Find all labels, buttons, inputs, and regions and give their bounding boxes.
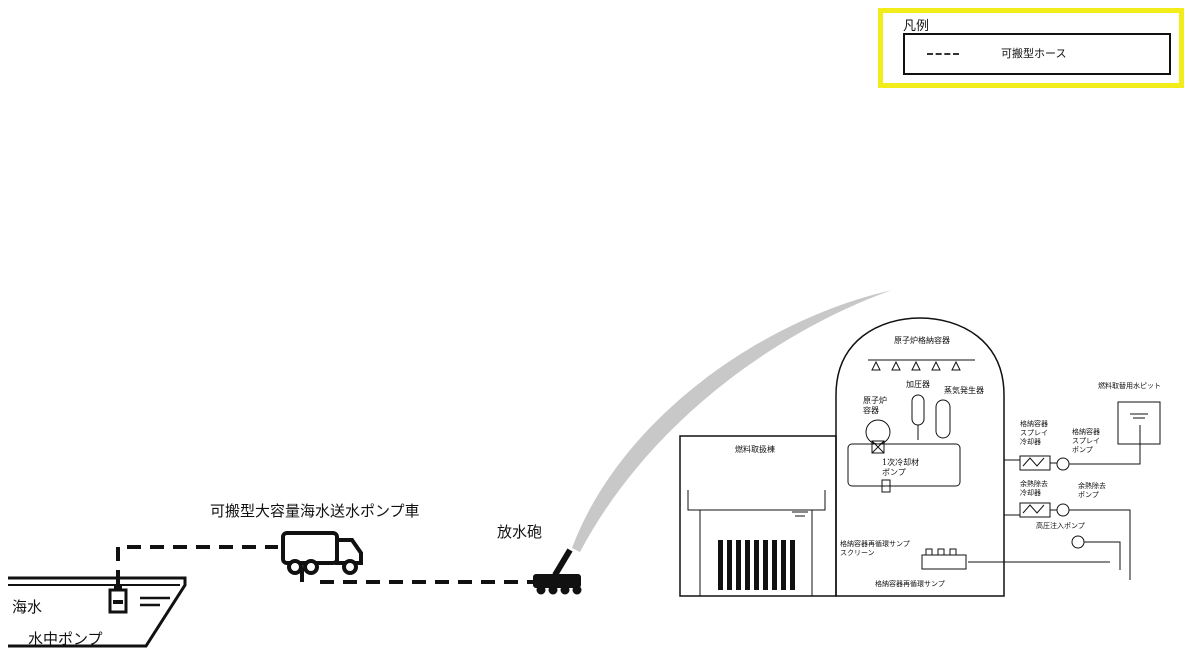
pump-circles (1056, 457, 1085, 549)
fuel-racks (718, 540, 795, 590)
sump-label: 格納容器再循環サンプ (875, 580, 945, 588)
primary-loop (847, 394, 961, 493)
water-spray-arc (572, 290, 892, 552)
steam-generator-label: 蒸気発生器 (944, 386, 984, 395)
piping (968, 425, 1141, 580)
reactor-vessel-label: 原子炉 容器 (863, 396, 887, 415)
rhr-cooler-icon (1019, 502, 1051, 518)
submersible-pump-icon (108, 584, 128, 614)
coolant-pump-label: 1次冷却材 ポンプ (882, 458, 920, 477)
sea-label: 海水 (12, 598, 43, 616)
truck-label: 可搬型大容量海水送水ポンプ車 (210, 502, 420, 520)
pump-truck-icon (281, 531, 363, 575)
containment-vessel (835, 317, 1005, 597)
spray-cooler-icon (1019, 455, 1051, 471)
containment-label: 原子炉格納容器 (894, 336, 950, 345)
water-cannon-icon (533, 548, 582, 595)
cannon-label: 放水砲 (497, 523, 543, 541)
fuel-building-label: 燃料取扱棟 (735, 445, 775, 454)
legend-title: 凡例 (903, 19, 930, 34)
legend: 凡例 可搬型ホース (878, 8, 1184, 88)
legend-box: 可搬型ホース (903, 33, 1171, 75)
sea-basin (8, 576, 187, 648)
rhr-pump-label: 余熱除去 ポンプ (1078, 482, 1106, 499)
pressurizer-label: 加圧器 (906, 380, 930, 389)
legend-dash-swatch (927, 53, 959, 55)
sump-screen-icon (921, 548, 967, 570)
spray-cooler-label: 格納容器 スプレイ 冷却器 (1020, 420, 1048, 446)
refueling-pit-label: 燃料取替用水ピット (1098, 382, 1161, 390)
submersible-pump-label: 水中ポンプ (28, 630, 103, 648)
spray-pump-label: 格納容器 スプレイ ポンプ (1072, 428, 1100, 454)
sump-screen-label: 格納容器再循環サンプ スクリーン (840, 540, 910, 557)
hi-pump-label: 高圧注入ポンプ (1036, 522, 1085, 530)
refueling-water-pit (1117, 401, 1161, 445)
legend-item-label: 可搬型ホース (1001, 47, 1067, 60)
spray-header (868, 359, 975, 371)
rhr-cooler-label: 余熱除去 冷却器 (1020, 480, 1048, 497)
